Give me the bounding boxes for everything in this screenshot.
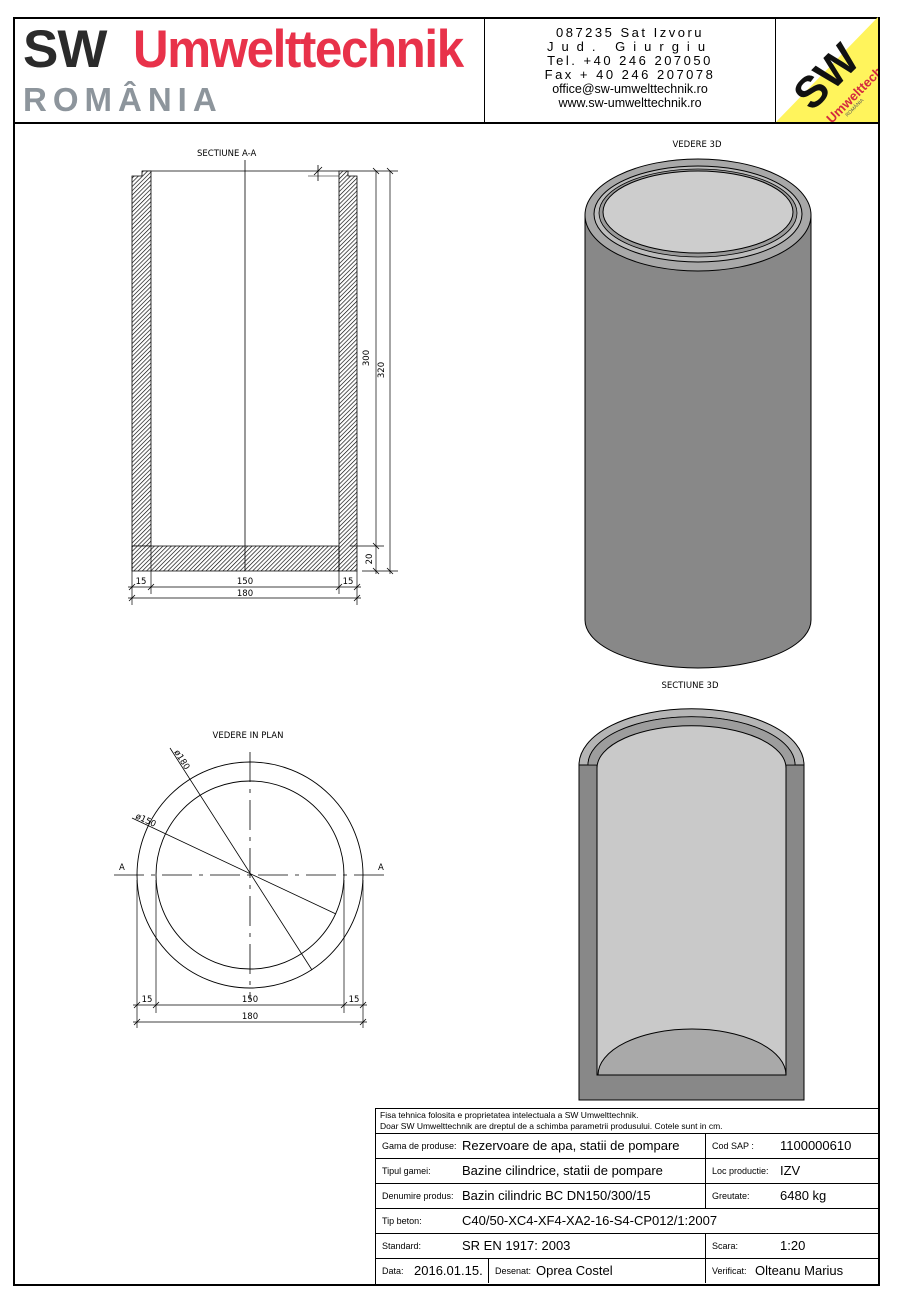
product-range-label: Gama de produse: bbox=[382, 1141, 457, 1151]
scale-value: 1:20 bbox=[780, 1238, 806, 1253]
range-type-value: Bazine cilindrice, statii de pompare bbox=[462, 1163, 663, 1178]
weight-value: 6480 kg bbox=[780, 1188, 827, 1203]
production-site-label: Loc productie: bbox=[712, 1166, 769, 1176]
plan-dim-wall-left: 15 bbox=[142, 995, 153, 1005]
section-3d: SECTIUNE 3D bbox=[578, 681, 805, 1101]
date-value: 2016.01.15. bbox=[414, 1263, 483, 1278]
drawing-sheet-frame bbox=[13, 17, 880, 1286]
section-mark-left: A bbox=[119, 863, 125, 873]
dim-wall-left: 15 bbox=[136, 577, 147, 587]
production-site-value: IZV bbox=[780, 1163, 801, 1178]
plan-dim-inner-width: 150 bbox=[242, 995, 258, 1005]
checked-by-value: Olteanu Marius bbox=[755, 1263, 844, 1278]
contact-county: Jud. Giurgiu bbox=[546, 39, 714, 54]
dim-outer-diameter: ø180 bbox=[171, 748, 191, 771]
checked-by-label: Verificat: bbox=[712, 1266, 747, 1276]
row-signatures: Data: 2016.01.15. Desenat: Oprea Costel … bbox=[376, 1259, 880, 1284]
view-3d-title: VEDERE 3D bbox=[672, 140, 721, 150]
logo-brand-text: Umwelttechnik bbox=[133, 20, 464, 79]
weight-label: Greutate: bbox=[712, 1191, 750, 1201]
section-3d-title: SECTIUNE 3D bbox=[661, 681, 718, 691]
dim-wall-right: 15 bbox=[343, 577, 354, 587]
sheet-header: SW Umwelttechnik ROMÂNIA 087235 Sat Izvo… bbox=[13, 17, 880, 124]
sap-code-value: 1100000610 bbox=[780, 1138, 852, 1153]
logo-sw-text: SW bbox=[23, 20, 107, 79]
contact-fax: Fax + 40 246 207078 bbox=[544, 67, 716, 82]
contact-website[interactable]: www.sw-umwelttechnik.ro bbox=[558, 96, 702, 110]
standard-label: Standard: bbox=[382, 1241, 422, 1251]
row-concrete-type: Tip beton: C40/50-XC4-XF4-XA2-16-S4-CP01… bbox=[376, 1209, 880, 1234]
dim-total-width: 180 bbox=[237, 589, 253, 599]
plan-view-title: VEDERE IN PLAN bbox=[213, 731, 284, 741]
section-mark-right: A bbox=[378, 863, 384, 873]
contact-address: 087235 Sat Izvoru bbox=[555, 25, 705, 40]
standard-value: SR EN 1917: 2003 bbox=[462, 1238, 571, 1253]
logo-country-text: ROMÂNIA bbox=[23, 81, 223, 118]
dim-height-total: 320 bbox=[377, 362, 387, 378]
product-name-value: Bazin cilindric BC DN150/300/15 bbox=[462, 1188, 651, 1203]
date-label: Data: bbox=[382, 1266, 404, 1276]
sap-code-label: Cod SAP : bbox=[712, 1141, 754, 1151]
note-line-2: Doar SW Umwelttechnik are dreptul de a s… bbox=[380, 1121, 723, 1131]
plan-view: VEDERE IN PLAN ø180 ø150 A A 15 150 15 1… bbox=[114, 731, 385, 1028]
corner-logo: SW Umwelttechnik ROMÂNIA bbox=[776, 17, 878, 122]
row-product-range: Gama de produse: Rezervoare de apa, stat… bbox=[376, 1134, 880, 1159]
dim-inner-width: 150 bbox=[237, 577, 253, 587]
product-range-value: Rezervoare de apa, statii de pompare bbox=[462, 1138, 680, 1153]
concrete-type-value: C40/50-XC4-XF4-XA2-16-S4-CP012/1:2007 bbox=[462, 1213, 718, 1228]
row-standard: Standard: SR EN 1917: 2003 Scara: 1:20 bbox=[376, 1234, 880, 1259]
drawn-by-value: Oprea Costel bbox=[536, 1263, 613, 1278]
contact-email[interactable]: office@sw-umwelttechnik.ro bbox=[552, 82, 708, 96]
concrete-type-label: Tip beton: bbox=[382, 1216, 422, 1226]
view-3d: VEDERE 3D bbox=[584, 140, 812, 669]
row-product-name: Denumire produs: Bazin cilindric BC DN15… bbox=[376, 1184, 880, 1209]
note-line-1: Fisa tehnica folosita e proprietatea int… bbox=[380, 1110, 639, 1120]
range-type-label: Tipul gamei: bbox=[382, 1166, 431, 1176]
plan-dim-total-width: 180 bbox=[242, 1012, 258, 1022]
contact-tel: Tel. +40 246 207050 bbox=[547, 53, 713, 68]
section-aa-title: SECTIUNE A-A bbox=[197, 149, 257, 159]
drawn-by-label: Desenat: bbox=[495, 1266, 532, 1276]
plan-dim-wall-right: 15 bbox=[349, 995, 360, 1005]
title-block: Fisa tehnica folosita e proprietatea int… bbox=[375, 1108, 880, 1286]
dim-inner-diameter: ø150 bbox=[134, 812, 158, 830]
dim-bottom-thickness: 20 bbox=[365, 554, 375, 565]
company-logo: SW Umwelttechnik ROMÂNIA bbox=[13, 17, 485, 122]
scale-label: Scara: bbox=[712, 1241, 739, 1251]
row-range-type: Tipul gamei: Bazine cilindrice, statii d… bbox=[376, 1159, 880, 1184]
corner-logo-graphic: SW Umwelttechnik ROMÂNIA bbox=[776, 17, 878, 122]
title-block-note: Fisa tehnica folosita e proprietatea int… bbox=[376, 1109, 880, 1134]
section-aa-view: SECTIUNE A-A 300 320 20 bbox=[128, 149, 398, 605]
product-name-label: Denumire produs: bbox=[382, 1191, 454, 1201]
contact-info: 087235 Sat Izvoru Jud. Giurgiu Tel. +40 … bbox=[485, 17, 776, 122]
dim-height-inner: 300 bbox=[362, 350, 372, 366]
